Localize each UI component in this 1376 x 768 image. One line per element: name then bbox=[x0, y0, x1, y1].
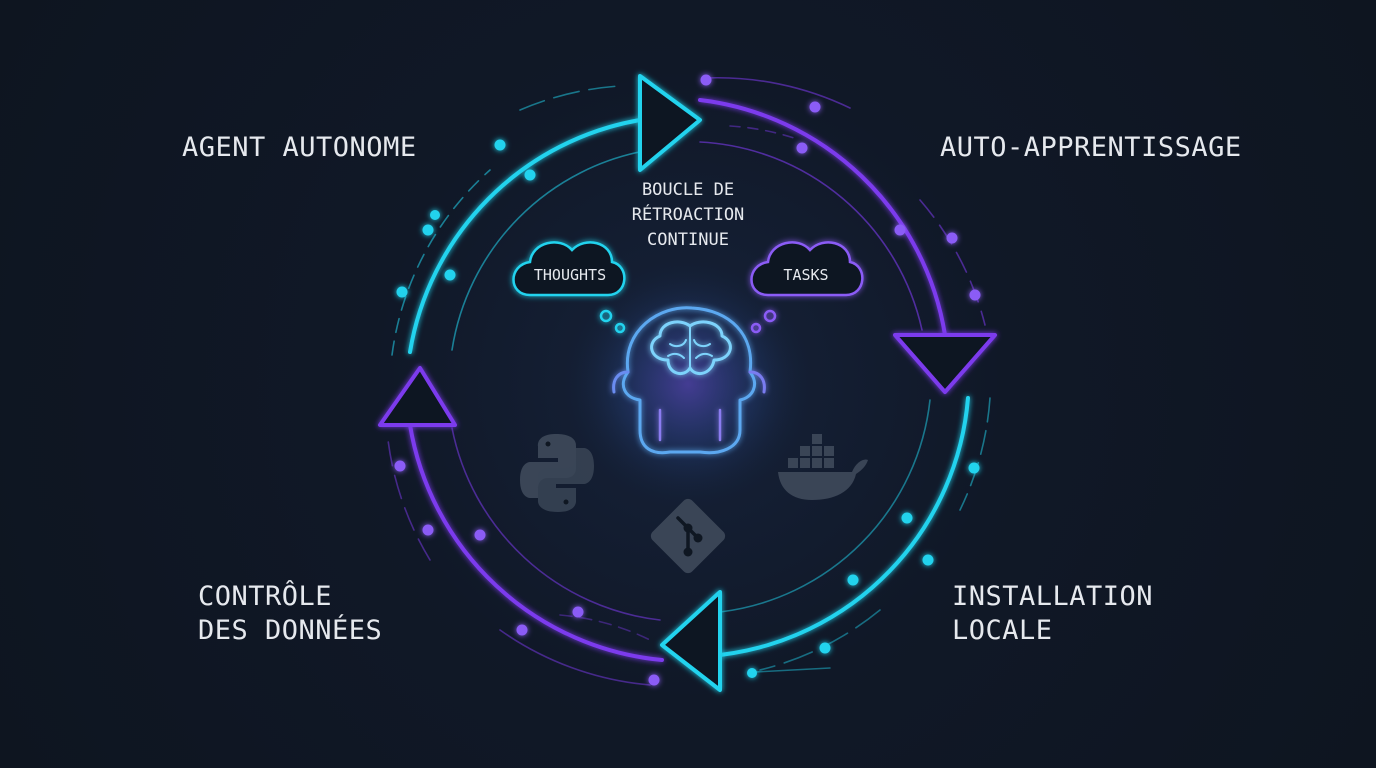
arrow-top bbox=[638, 74, 702, 172]
label-agent-autonome: AGENT AUTONOME bbox=[182, 131, 417, 165]
nodes-bottom-right bbox=[747, 462, 980, 678]
arrow-bottom bbox=[660, 590, 722, 692]
center-title: BOUCLE DE RÉTROACTION CONTINUE bbox=[600, 178, 776, 253]
center-glow bbox=[558, 254, 818, 514]
nodes-top-right bbox=[700, 74, 981, 301]
label-auto-apprentissage: AUTO-APPRENTISSAGE bbox=[940, 131, 1242, 165]
arc-auto-apprentissage bbox=[698, 76, 986, 337]
label-installation-locale-line1: INSTALLATION bbox=[952, 581, 1154, 612]
arrow-left bbox=[378, 366, 457, 427]
label-auto-apprentissage-text: AUTO-APPRENTISSAGE bbox=[940, 132, 1242, 163]
python-icon bbox=[520, 434, 594, 512]
label-controle-donnees: CONTRÔLE DES DONNÉES bbox=[198, 580, 382, 648]
center-title-line3: CONTINUE bbox=[647, 230, 729, 250]
nodes-bottom-left bbox=[394, 460, 660, 686]
arrow-right bbox=[893, 333, 997, 394]
git-icon bbox=[650, 498, 726, 574]
nodes-top-left bbox=[396, 139, 536, 298]
label-agent-autonome-text: AGENT AUTONOME bbox=[182, 132, 417, 163]
arc-agent-autonome bbox=[391, 85, 651, 356]
label-controle-donnees-line2: DES DONNÉES bbox=[198, 615, 383, 646]
label-installation-locale-line2: LOCALE bbox=[952, 615, 1053, 646]
arc-controle-donnees bbox=[387, 423, 664, 686]
label-controle-donnees-line1: CONTRÔLE bbox=[198, 581, 333, 612]
brain-head-icon bbox=[612, 306, 766, 455]
center-title-line2: RÉTROACTION bbox=[631, 205, 745, 225]
cloud-thoughts-label: THOUGHTS bbox=[533, 266, 607, 284]
docker-icon bbox=[778, 434, 868, 500]
cloud-tasks bbox=[750, 241, 864, 334]
cloud-tasks-label: TASKS bbox=[783, 266, 829, 284]
label-installation-locale: INSTALLATION LOCALE bbox=[952, 580, 1153, 648]
center-title-line1: BOUCLE DE bbox=[641, 180, 735, 200]
cloud-thoughts bbox=[512, 241, 626, 334]
